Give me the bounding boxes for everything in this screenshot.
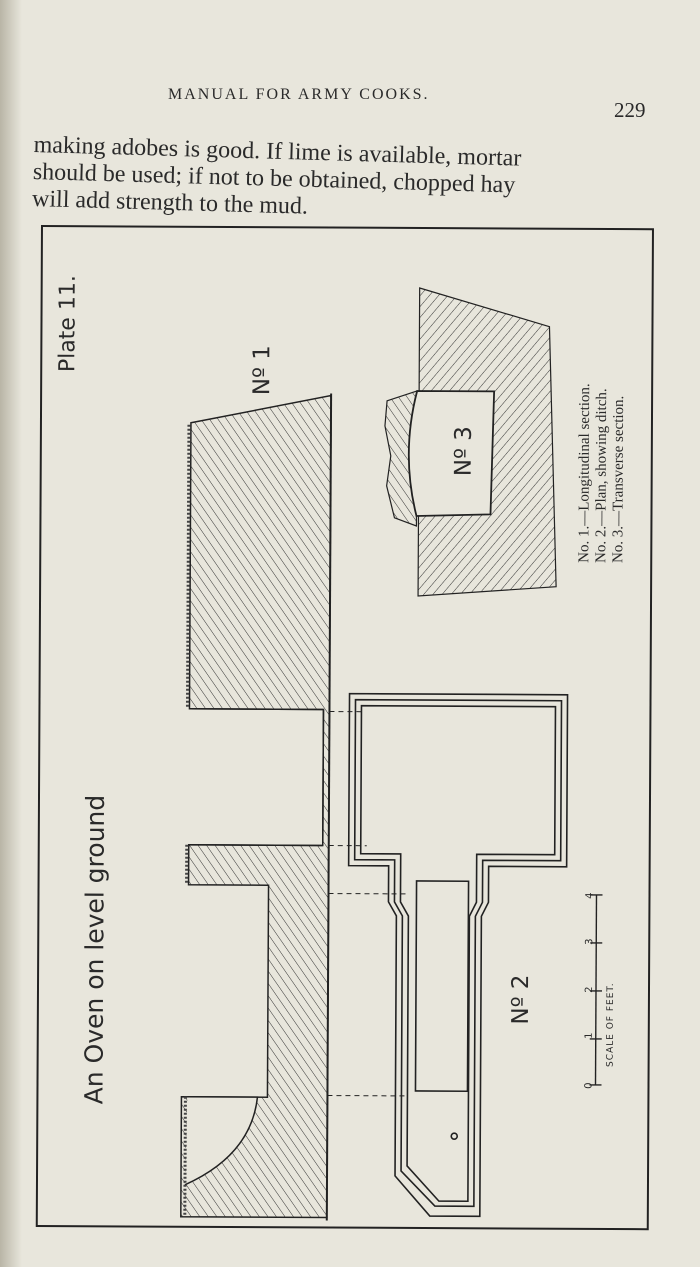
figure-label-no3: Nº 3 (450, 426, 477, 477)
scale-tick-2: 2 (583, 986, 596, 993)
scale-label: SCALE OF FEET. (605, 982, 617, 1068)
caption-line: No. 3.—Transverse section. (610, 395, 628, 564)
figure-label-no2: Nº 2 (507, 974, 535, 1025)
body-text: making adobes is good. If lime is availa… (32, 132, 664, 231)
scale-tick-1: 1 (583, 1032, 595, 1039)
caption-block: No. 1.—Longitudinal section. No. 2.—Plan… (576, 383, 628, 563)
caption-line: No. 2.—Plan, showing ditch. (593, 388, 611, 563)
page-gutter-shadow (0, 0, 22, 1267)
plate-drawing (35, 225, 654, 1231)
plate-figure: Plate 11. An Oven on level ground Nº 1 N… (35, 224, 655, 1232)
section-no1-drawing (180, 393, 333, 1221)
section-no3-drawing (384, 287, 557, 597)
plate-border (35, 225, 654, 1231)
plate-label: Plate 11. (55, 275, 81, 373)
scale-bar (589, 894, 603, 1086)
page-number: 229 (614, 98, 646, 122)
plate-title: An Oven on level ground (79, 794, 111, 1105)
scale-tick-0: 0 (583, 1082, 595, 1089)
scale-tick-3: 3 (584, 938, 596, 945)
caption-line: No. 1.—Longitudinal section. (576, 383, 594, 563)
running-title: MANUAL FOR ARMY COOKS. (168, 86, 430, 103)
figure-label-no1: Nº 1 (249, 345, 276, 396)
scale-tick-4: 4 (584, 892, 596, 899)
plan-no2-drawing (347, 692, 569, 1218)
